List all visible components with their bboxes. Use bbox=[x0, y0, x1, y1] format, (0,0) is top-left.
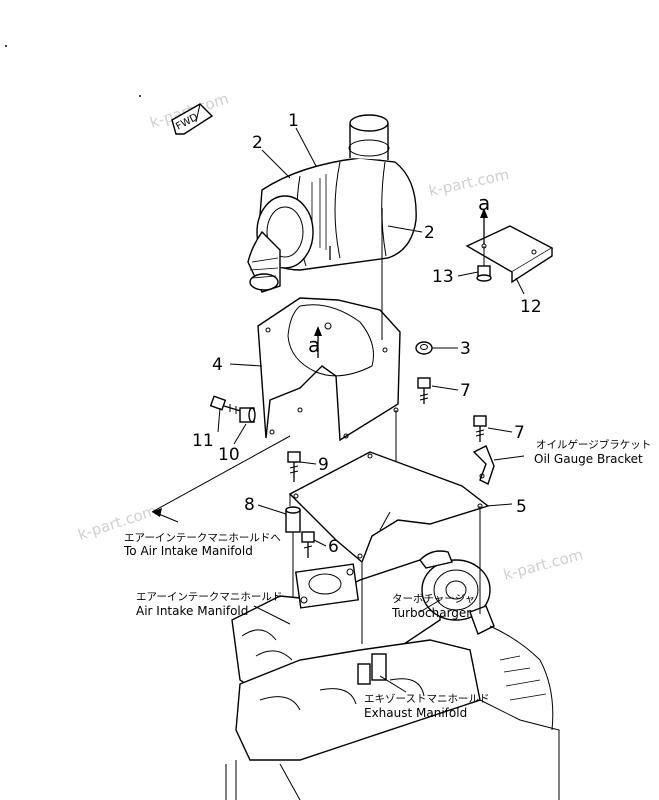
engine-assembly bbox=[225, 506, 560, 800]
callout-11: 11 bbox=[192, 431, 214, 451]
fwd-direction-marker: FWD bbox=[171, 103, 214, 135]
oil-gauge-bracket bbox=[472, 445, 495, 485]
bracket-4 bbox=[257, 232, 401, 484]
callout-1: 1 bbox=[288, 111, 299, 131]
callout-6: 6 bbox=[328, 537, 339, 557]
watermark-right: k-part.com bbox=[427, 165, 511, 200]
view-marker-a-bracket: a bbox=[308, 333, 320, 357]
bolt-6 bbox=[301, 531, 315, 558]
callout-9: 9 bbox=[318, 455, 329, 475]
bolt-7-upper bbox=[417, 377, 431, 404]
callout-13: 13 bbox=[432, 267, 454, 287]
oil-gauge-label-jp: オイルゲージブラケット bbox=[536, 438, 651, 451]
to-intake-label-en: To Air Intake Manifold bbox=[123, 544, 253, 558]
scan-dot bbox=[139, 95, 141, 97]
bolt-7-lower bbox=[473, 415, 487, 442]
callout-10: 10 bbox=[218, 445, 240, 465]
callout-5: 5 bbox=[516, 497, 527, 517]
annotations: オイルゲージブラケット Oil Gauge Bracket エアーインテークマニ… bbox=[123, 438, 651, 720]
callout-numbers: 1 2 2 3 4 5 6 7 7 8 9 10 11 12 13 bbox=[192, 111, 542, 557]
callout-7-upper: 7 bbox=[460, 381, 471, 401]
callout-7-lower: 7 bbox=[514, 423, 525, 443]
callout-4: 4 bbox=[212, 355, 223, 375]
nut-3 bbox=[415, 341, 433, 355]
turbo-label-jp: ターボチャージャ bbox=[392, 593, 475, 605]
callout-2-right: 2 bbox=[424, 223, 435, 243]
callout-3: 3 bbox=[460, 339, 471, 359]
bracket-12 bbox=[465, 208, 554, 284]
intake-label-en: Air Intake Manifold bbox=[136, 604, 248, 618]
callout-leaders bbox=[217, 127, 525, 693]
bolt-13 bbox=[476, 246, 492, 282]
watermark-bottom: k-part.com bbox=[501, 545, 585, 584]
bracket-5 bbox=[151, 435, 490, 564]
air-cleaner bbox=[247, 114, 417, 293]
spacer-8 bbox=[285, 506, 301, 600]
callout-12: 12 bbox=[520, 297, 542, 317]
oil-gauge-label-en: Oil Gauge Bracket bbox=[534, 452, 643, 466]
to-intake-label-jp: エアーインテークマニホールドへ bbox=[124, 532, 281, 544]
bolt-11 bbox=[209, 395, 245, 414]
exhaust-label-jp: エキゾーストマニホールド bbox=[364, 693, 489, 705]
callout-8: 8 bbox=[244, 495, 255, 515]
turbo-label-en: Turbocharger bbox=[391, 606, 471, 620]
callout-2-upper: 2 bbox=[252, 133, 263, 153]
view-marker-a-top: a bbox=[478, 191, 490, 215]
exhaust-label-en: Exhaust Manifold bbox=[364, 706, 467, 720]
bolt-9 bbox=[287, 451, 301, 482]
scan-dot bbox=[5, 45, 7, 47]
spacer-10 bbox=[239, 407, 256, 423]
intake-label-jp: エアーインテークマニホールド bbox=[136, 591, 282, 603]
